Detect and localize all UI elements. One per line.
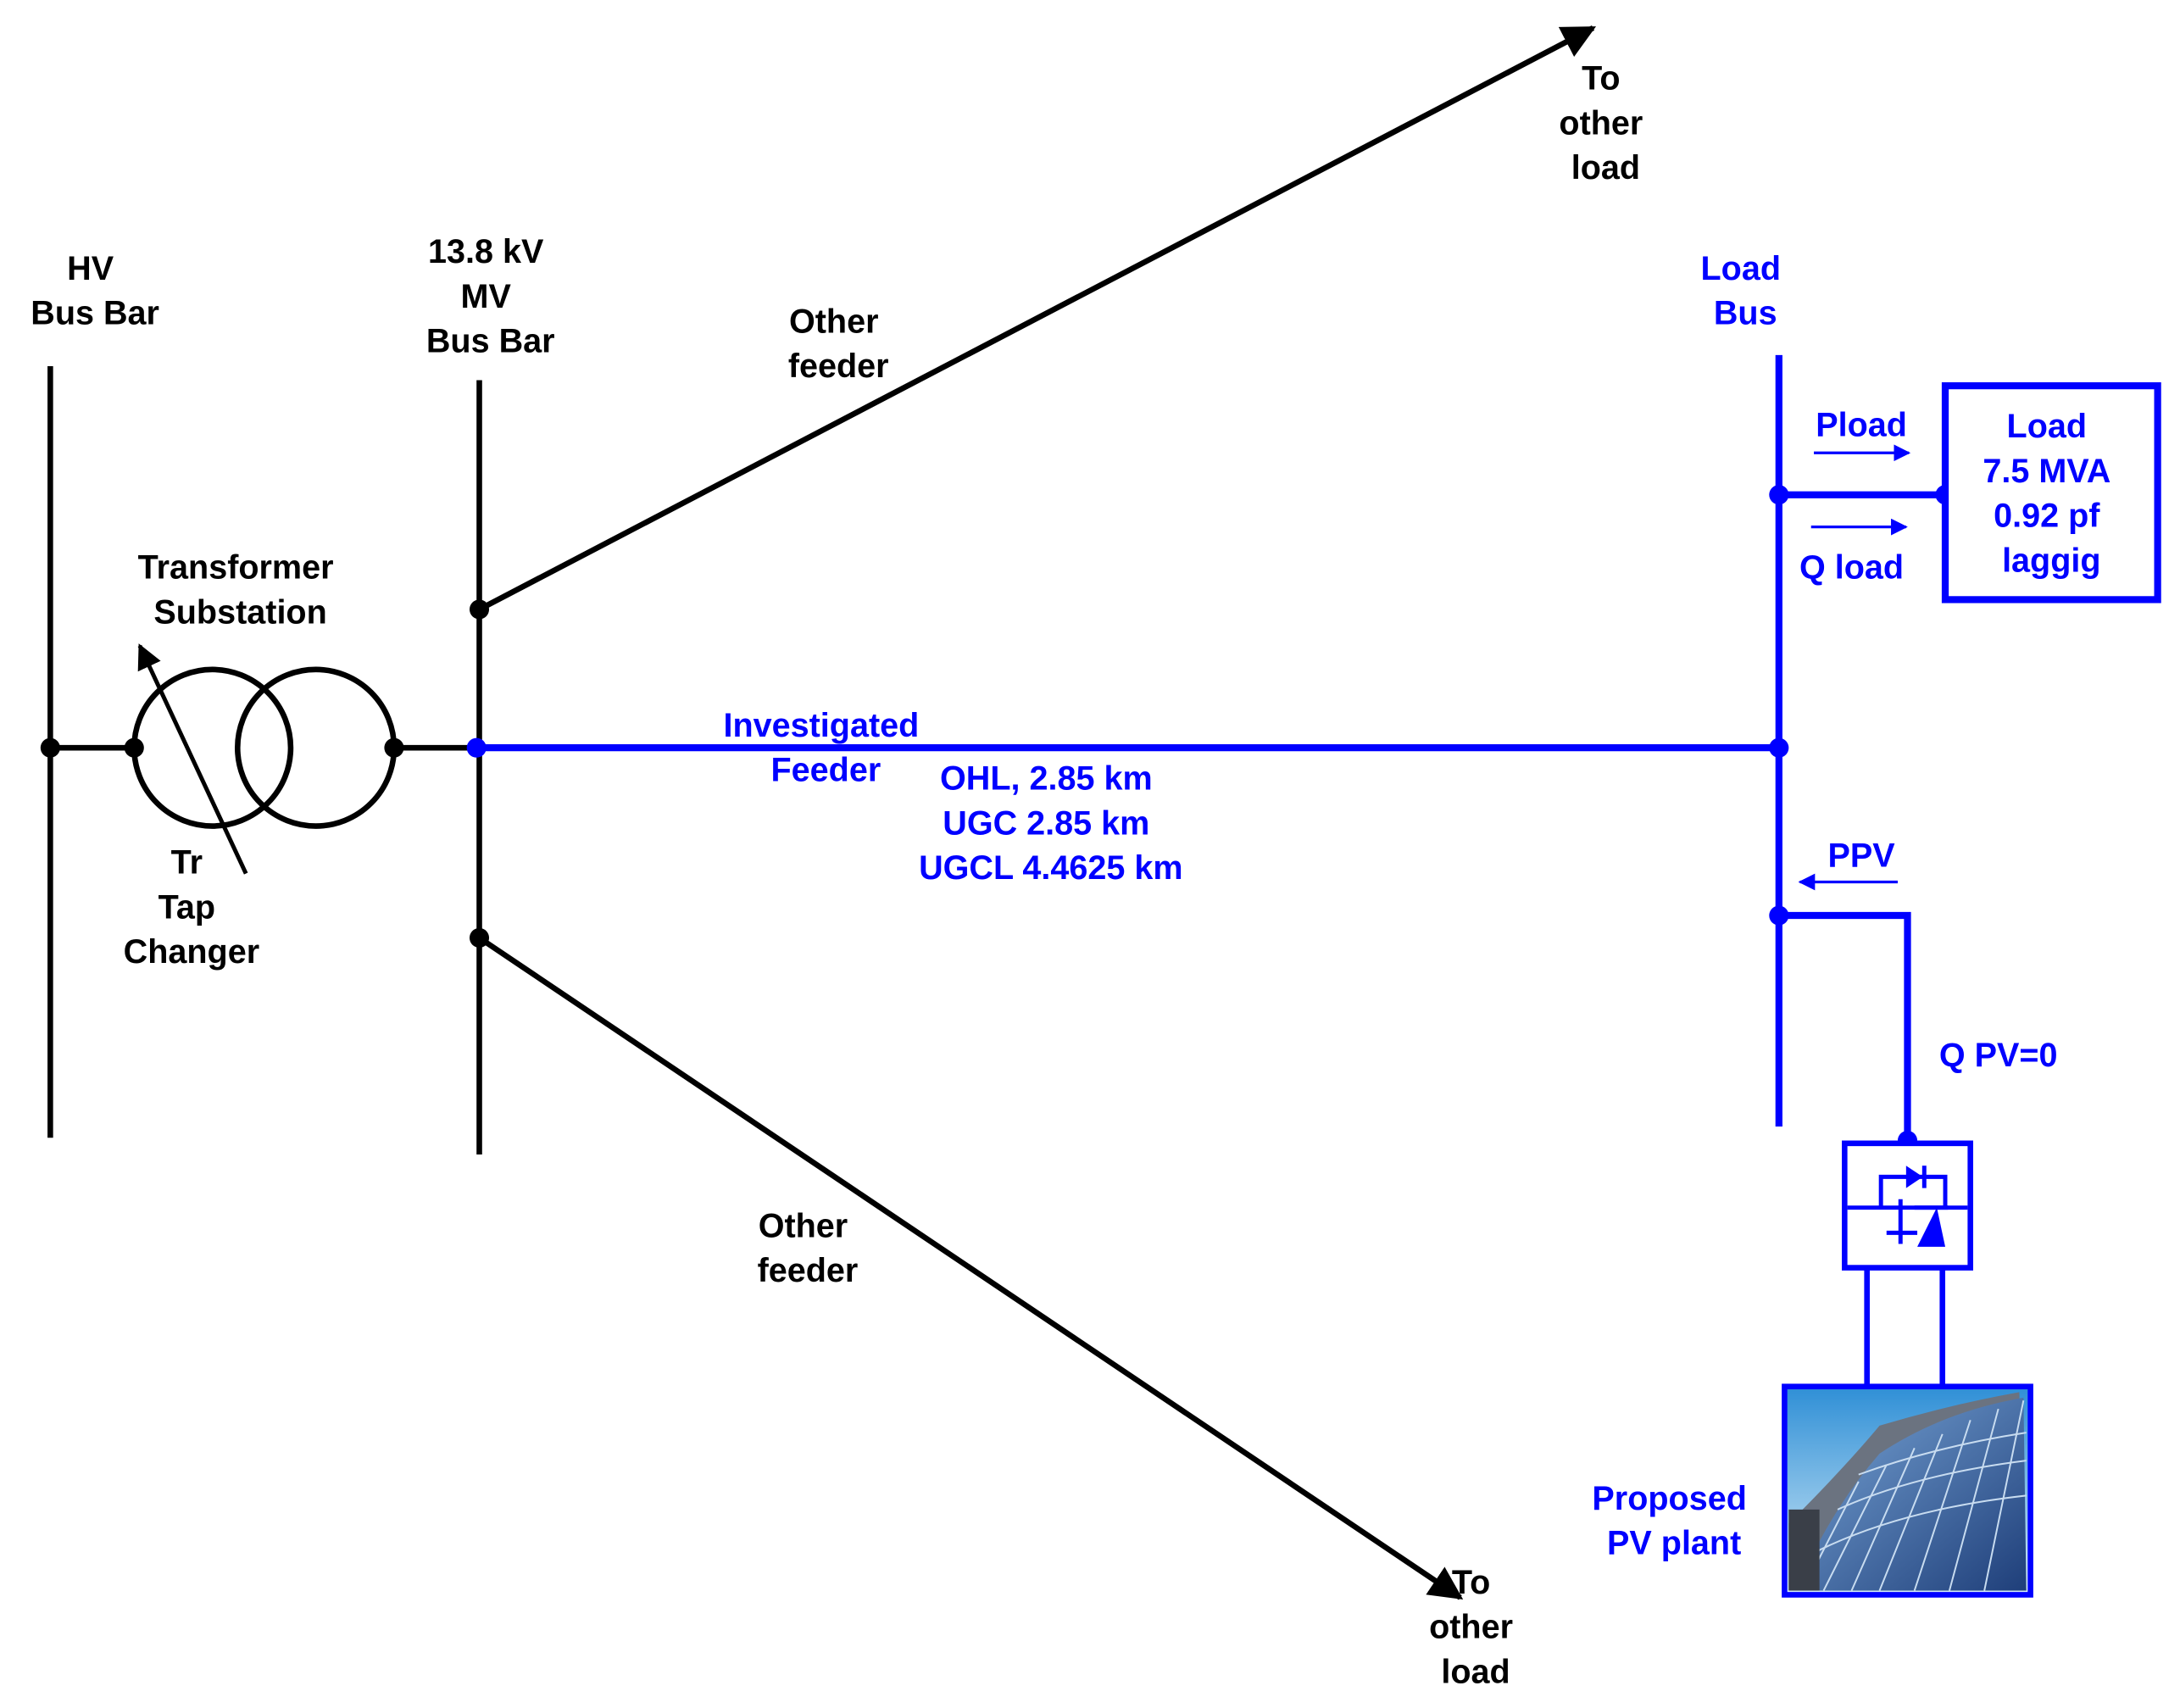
- inverter-icon: [1842, 1140, 1973, 1271]
- load-box: [1941, 381, 2161, 604]
- load-box-label: Load 7.5 MVA 0.92 pf laggig: [1983, 408, 2120, 579]
- load-bus-label: Load Bus: [1700, 250, 1790, 332]
- load-bus-bar: [1769, 354, 1789, 1127]
- load-connection: [1778, 485, 1955, 505]
- inverter-to-pv-wires: [1864, 1267, 1946, 1387]
- solar-panel-image: [1782, 1383, 2033, 1598]
- pload-label: Pload: [1816, 406, 1907, 443]
- investigated-feeder-label: Investigated Feeder: [723, 707, 928, 789]
- other-feeder-top-label: Other feeder: [788, 303, 889, 385]
- mv-bus-bar: [469, 380, 490, 1155]
- pv-connection: [1778, 911, 1918, 1151]
- qpv-label: Q PV=0: [1939, 1037, 2058, 1074]
- other-feeder-bottom-label: Other feeder: [758, 1207, 859, 1289]
- pv-plant-label: Proposed PV plant: [1592, 1480, 1755, 1562]
- tap-changer-label: Tr Tap Changer: [124, 844, 259, 971]
- feeder-specs-label: OHL, 2.85 km UGC 2.85 km UGCL 4.4625 km: [919, 760, 1183, 887]
- transformer-icon: [40, 643, 478, 875]
- ppv-label: PPV: [1828, 837, 1896, 874]
- hv-bus-label: HV Bus Bar: [31, 250, 159, 332]
- other-feeder-top-line: [477, 25, 1597, 612]
- mv-bus-label: 13.8 kV MV Bus Bar: [426, 233, 555, 360]
- to-other-load-bottom-label: To other load: [1429, 1564, 1522, 1691]
- qload-label: Q load: [1799, 549, 1904, 587]
- transformer-label: Transformer Substation: [138, 549, 343, 631]
- other-feeder-bottom-line: [477, 935, 1464, 1600]
- investigated-feeder-line: [466, 737, 1789, 758]
- to-other-load-top-label: To other load: [1559, 60, 1652, 187]
